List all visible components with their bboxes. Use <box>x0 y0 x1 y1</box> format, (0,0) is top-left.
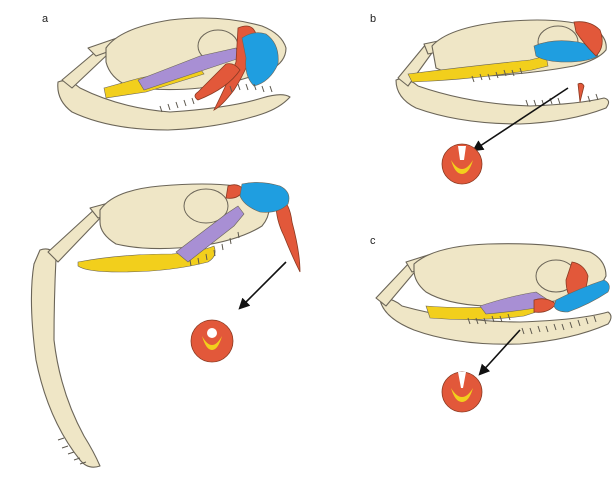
pterygoid-teeth <box>160 98 194 112</box>
fang-section-outer-a <box>191 320 233 362</box>
panel-label-c: c <box>370 235 376 247</box>
panel-b-skull: b <box>370 13 609 184</box>
fang-section-lumen-a <box>207 328 217 338</box>
panel-a-closed-skull: a <box>42 13 290 130</box>
panel-label-b: b <box>370 13 376 25</box>
panel-a-open-skull <box>31 182 300 467</box>
panel-c-skull: c <box>370 235 611 412</box>
fang-cross-section-b <box>442 144 482 184</box>
panel-label-a: a <box>42 13 49 25</box>
fang-cross-section-a <box>191 320 233 362</box>
injection-arrow-a <box>240 262 286 308</box>
fang-cross-section-c <box>442 372 482 412</box>
fang-tip-b <box>578 83 584 102</box>
lower-jaw-open <box>31 249 100 467</box>
quadrate-bone-open <box>48 208 104 262</box>
lower-jaw-b <box>396 79 609 124</box>
